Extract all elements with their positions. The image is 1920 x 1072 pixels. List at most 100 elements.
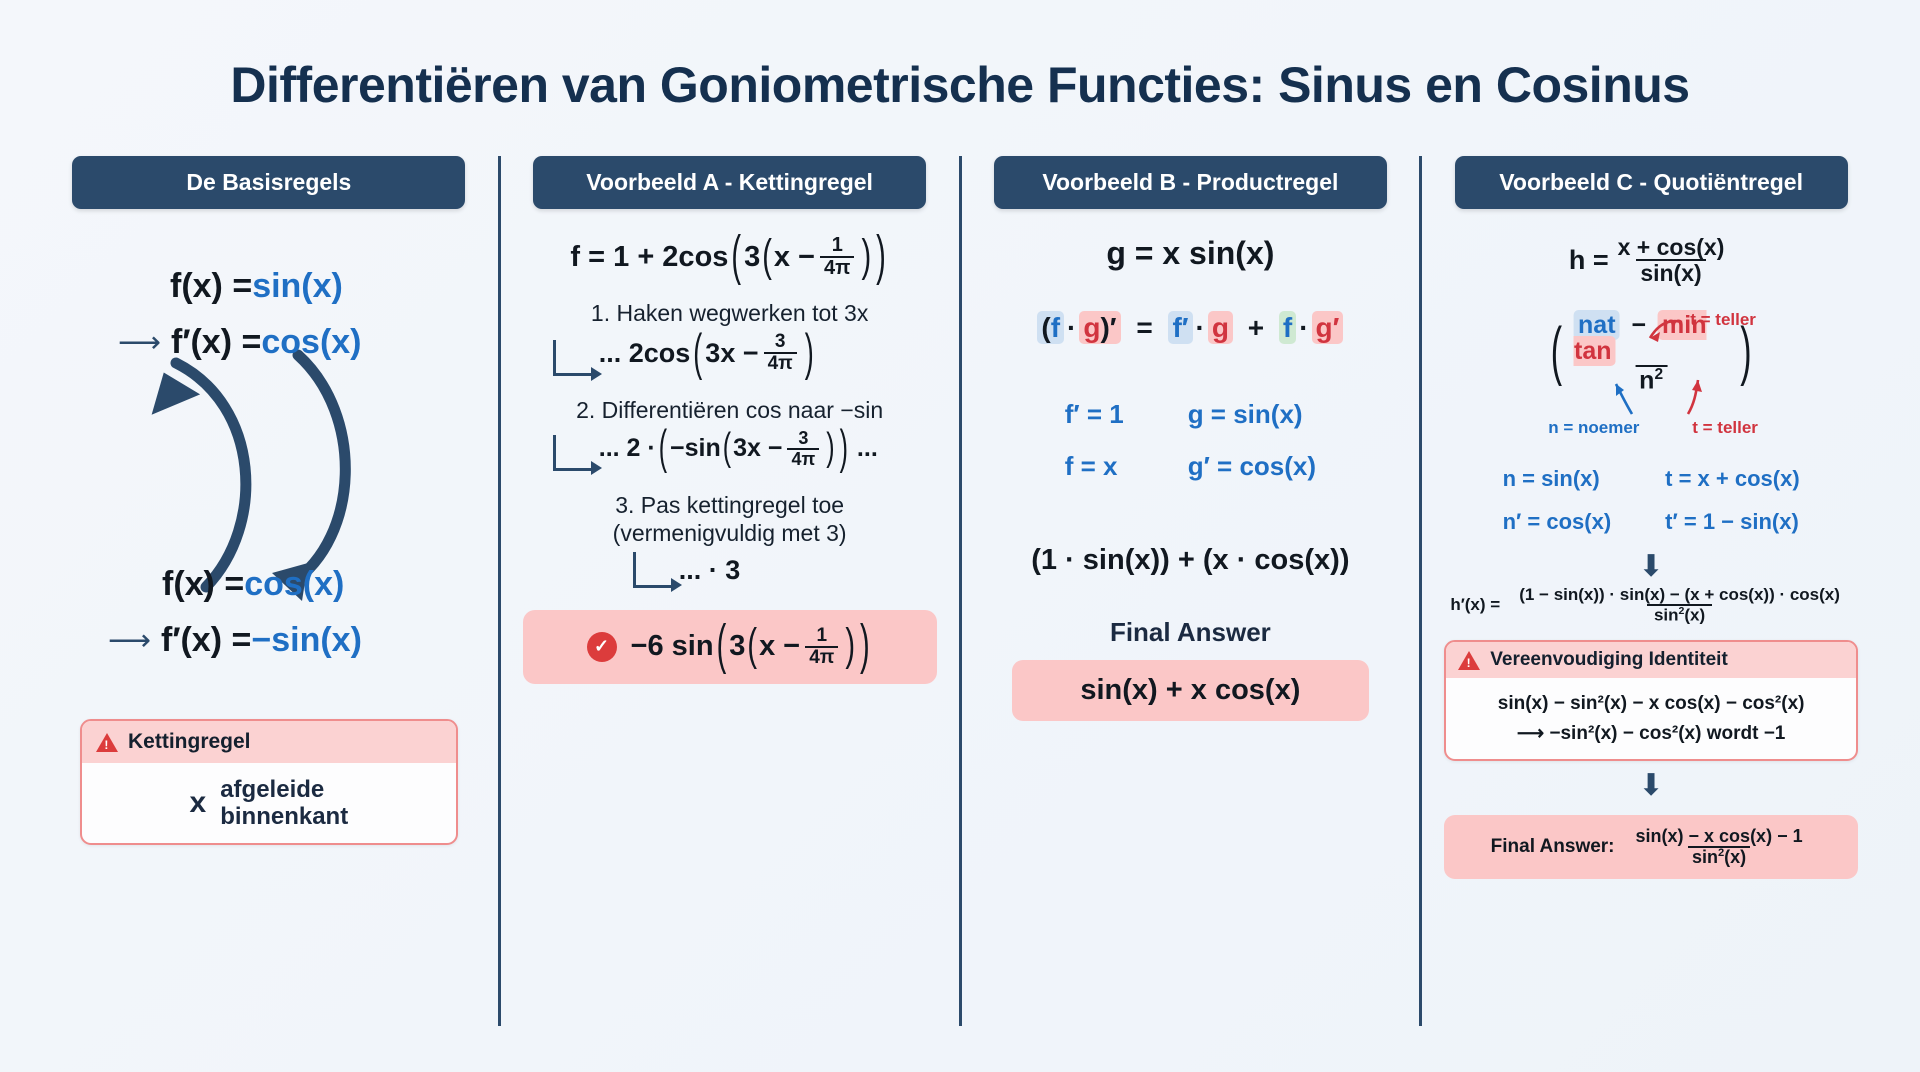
voorbeeld-a-answer: −6 sin ( 3 ( x − 1 4π ) ) [630, 616, 873, 677]
variable-fprime: f′ = 1 [1064, 399, 1124, 429]
close-paren-inner: ) [845, 621, 855, 671]
elbow-arrow-icon [632, 551, 682, 593]
fraction-numerator: x + cos(x) [1617, 234, 1725, 260]
voorbeeld-a-step1-result: ... 2cos ( 3x − 3 4π ) [598, 324, 817, 381]
voorbeeld-a-step2-row: ... 2 · ( −sin ( 3x − 3 4π ) ) ... [523, 421, 937, 476]
close-paren: ) [1740, 315, 1752, 388]
fraction-numerator: 1 [816, 624, 828, 646]
fraction-numerator: 1 [831, 234, 843, 256]
variable-nprime: n′ = cos(x) [1502, 508, 1612, 534]
variables-right-column: g = sin(x) g′ = cos(x) [1188, 388, 1316, 492]
product-rule-fprime: f′ [1168, 311, 1193, 344]
open-paren-inner: ( [762, 231, 772, 282]
label-t-teller-top: t = teller [1690, 309, 1756, 329]
cycle-fx-sin-value: sin(x) [252, 267, 343, 305]
label-t-teller-bottom: t = teller [1692, 417, 1758, 437]
cycle-fx-cos-label: f(x) = [162, 565, 245, 603]
answer-inner-var: x − [759, 630, 801, 663]
voorbeeld-c-derivative: h′(x) = (1 − sin(x)) · sin(x) − (x + cos… [1444, 584, 1858, 625]
elbow-arrow-icon [552, 434, 602, 476]
step2-fn: −sin [670, 434, 721, 463]
cycle-fx-sin-label: f(x) = [170, 267, 253, 305]
step1-fraction: 3 4π [763, 331, 797, 374]
answer-prefix: −6 sin [630, 630, 714, 663]
variable-f: f = x [1064, 451, 1118, 481]
step2-inner: 3x − [733, 434, 783, 463]
close-paren-inner: ) [826, 426, 835, 470]
kettingregel-text-line1: afgeleide [220, 776, 325, 803]
voorbeeld-a-inner-var: x − [773, 240, 816, 273]
fraction-denominator: sin2(x) [1687, 846, 1751, 867]
voorbeeld-a-step2-label: 2. Differentiëren cos naar −sin [576, 397, 884, 424]
scheme-minus: − [1631, 310, 1647, 339]
arrow-right-icon: ⟶ [108, 623, 152, 657]
step1-prefix: ... 2cos [598, 337, 691, 368]
warning-triangle-icon [1458, 650, 1481, 670]
kettingregel-warning-header: Kettingregel [82, 721, 456, 763]
variable-t: t = x + cos(x) [1665, 465, 1800, 491]
voorbeeld-c-final-fraction: sin(x) − x cos(x) − 1 sin2(x) [1632, 827, 1807, 867]
voorbeeld-c-final-label: Final Answer: [1490, 836, 1615, 858]
voorbeeld-a-step1-row: ... 2cos ( 3x − 3 4π ) [523, 324, 937, 381]
cycle-dfx-cos-value: cos(x) [261, 323, 362, 361]
warning-triangle-icon [96, 732, 118, 752]
product-rule-f3: f [1278, 311, 1297, 344]
column-header-voorbeeld-b: Voorbeeld B - Productregel [993, 156, 1387, 209]
variable-n: n = sin(x) [1502, 465, 1600, 491]
voorbeeld-c-formula: h = x + cos(x) sin(x) [1444, 235, 1858, 286]
vereenvoudiging-title: Vereenvoudiging Identiteit [1490, 649, 1728, 671]
columns-container: De Basisregels f(x) = sin(x) ⟶ f′ ( x) = c… [40, 156, 1880, 1026]
product-rule-formula: (f·g)′ = f′·g + f·g′ [984, 311, 1398, 344]
fraction-denominator: sin2(x) [1646, 603, 1713, 625]
variables-left-column: n = sin(x) n′ = cos(x) [1503, 458, 1612, 544]
check-circle-icon: ✓ [586, 631, 617, 662]
voorbeeld-a-answer-box: ✓ −6 sin ( 3 ( x − 1 4π ) ) [522, 609, 937, 685]
scheme-fraction: nat − min tan n2 [1570, 309, 1732, 394]
kettingregel-multiplier: x [189, 786, 207, 820]
voorbeeld-c-fraction: x + cos(x) sin(x) [1614, 235, 1729, 286]
scheme-denominator: n2 [1635, 364, 1668, 394]
fraction-numerator: (1 − sin(x)) · sin(x) − (x + cos(x)) · c… [1519, 584, 1840, 604]
voorbeeld-b-variables: f′ = 1 f = x g = sin(x) g′ = cos(x) [984, 388, 1398, 492]
column-header-basisregels: De Basisregels [72, 156, 466, 209]
voorbeeld-a-step2-result: ... 2 · ( −sin ( 3x − 3 4π ) ) ... [598, 421, 878, 474]
open-paren-outer: ( [716, 615, 727, 677]
voorbeeld-a-step1-label: 1. Haken wegwerken tot 3x [590, 300, 869, 327]
hprime-lhs: h′(x) = [1450, 594, 1501, 614]
voorbeeld-a-step3-result: ... · 3 [678, 554, 741, 585]
step2-fraction: 3 4π [787, 428, 820, 469]
voorbeeld-a-fraction: 1 4π [820, 234, 855, 279]
vereenvoudiging-header: Vereenvoudiging Identiteit [1446, 642, 1856, 679]
voorbeeld-b-formula: g = x sin(x) [1106, 235, 1275, 271]
close-paren: ) [804, 323, 814, 381]
quotient-scheme-fraction: ( nat − min tan n2 ) [1548, 309, 1755, 394]
voorbeeld-a-step3-row: ... · 3 [523, 551, 937, 593]
voorbeeld-a-inner-prefix: 3 [744, 240, 761, 273]
open-paren-outer: ( [731, 225, 742, 287]
cycle-line-cos: f(x) = cos(x) [162, 565, 344, 604]
product-rule-open-paren-f: (f [1037, 311, 1065, 344]
variable-g: g = sin(x) [1187, 399, 1303, 429]
cycle-line-dcos: ⟶ f′(x) = −sin(x) [108, 621, 362, 660]
voorbeeld-b-final-answer: sin(x) + x cos(x) [1011, 660, 1370, 721]
vereenvoudiging-warning-box: Vereenvoudiging Identiteit sin(x) − sin²… [1444, 640, 1858, 762]
close-paren-outer: ) [860, 615, 870, 677]
product-rule-equals: = [1136, 312, 1153, 343]
product-rule-g2: g [1207, 311, 1233, 344]
step2-prefix: ... 2 · [598, 434, 656, 463]
fraction-numerator: sin(x) − x cos(x) − 1 [1635, 826, 1803, 847]
fraction-denominator: sin(x) [1636, 259, 1706, 286]
voorbeeld-b-final-label: Final Answer [1109, 617, 1271, 647]
close-paren-outer: ) [839, 421, 848, 475]
kettingregel-warning-body: x afgeleide binnenkant [82, 763, 456, 843]
variables-left-column: f′ = 1 f = x [1065, 388, 1124, 492]
product-rule-dot3: · [1299, 312, 1309, 343]
arrow-down-icon: ⬇ [1638, 549, 1664, 583]
open-paren: ( [1550, 315, 1563, 388]
voorbeeld-a-step3-label: 3. Pas kettingregel toe (vermenigvuldig … [523, 491, 937, 548]
vereenvoudiging-body: sin(x) − sin²(x) − x cos(x) − cos²(x) ⟶ … [1446, 678, 1856, 759]
open-paren-inner: ( [722, 426, 732, 470]
fraction-denominator: 4π [787, 447, 820, 469]
product-rule-dot: · [1067, 312, 1077, 343]
